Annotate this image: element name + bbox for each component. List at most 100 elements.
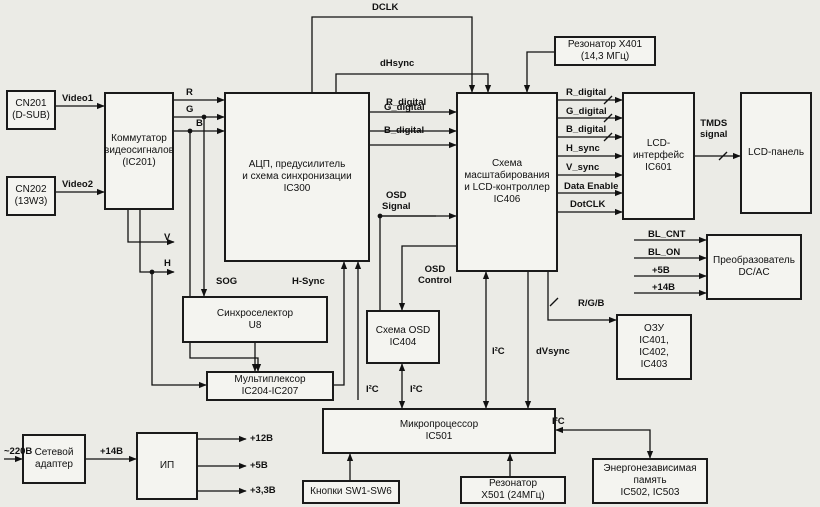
g-digital-out-label: G_digital (566, 106, 607, 117)
osd-signal-line-1: OSD (385, 190, 407, 201)
plus14-converter-label: +14В (652, 282, 675, 293)
lcd-interface-line-1: LCD- (646, 138, 671, 149)
psu-label: ИП (159, 460, 175, 471)
osd-signal-label: OSD Signal (382, 190, 411, 212)
plus33-label: +3,3В (250, 485, 276, 496)
i2c-eeprom-label: I²C (552, 416, 565, 427)
resonator-x501-line-2: X501 (24МГц) (481, 490, 545, 501)
dhsync-label: dHsync (380, 58, 415, 69)
ram-line-4: IC403 (640, 359, 668, 370)
osd-control-line-1: OSD (424, 264, 446, 275)
rgb-label: R/G/B (578, 298, 605, 309)
g-label: G (186, 104, 194, 115)
multiplexer-line-1: Мультиплексор (234, 374, 306, 385)
mcu-line-1: Микропроцессор (399, 419, 479, 430)
g-digital-label: G_digital (384, 102, 425, 113)
lcd-panel-label: LCD-панель (747, 147, 805, 158)
converter-line-1: Преобразователь (713, 255, 795, 266)
bl-on-label: BL_ON (648, 247, 681, 258)
lcd-interface-line-3: IC601 (645, 162, 672, 173)
r-label: R (186, 87, 193, 98)
h-label: H (164, 258, 171, 269)
cn201-label: CN201 (15, 98, 47, 109)
scaler-line-4: IC406 (493, 194, 521, 205)
ram-line-3: IC402, (639, 347, 669, 358)
power-supply-block: ИП (136, 432, 198, 500)
osd-line-2: IC404 (389, 337, 417, 348)
converter-line-2: DC/AC (738, 267, 770, 278)
osd-control-line-2: Control (418, 275, 452, 286)
v-sync-out-label: V_sync (566, 162, 600, 173)
osd-block: Схема OSD IC404 (366, 310, 440, 364)
h-sync-out-label: H_sync (566, 143, 600, 154)
cn201-connector: CN201 (D-SUB) (6, 90, 56, 130)
i2c-mcu-left-label: I²C (366, 384, 379, 395)
sync-selector-line-2: U8 (248, 319, 262, 331)
plus14-psu-label: +14В (100, 446, 123, 457)
video2-label: Video2 (62, 179, 93, 190)
plus12-label: +12В (250, 433, 273, 444)
ram-block: ОЗУ IC401, IC402, IC403 (616, 314, 692, 380)
r-digital-label: R_digital (386, 97, 427, 108)
sog-label: SOG (216, 276, 238, 287)
scaler-line-2: масштабирования (464, 170, 550, 181)
eeprom-block: Энергонезависимая память IC502, IC503 (592, 458, 708, 504)
resonator-x501-line-1: Резонатор (488, 478, 538, 489)
plus5-converter-label: +5В (652, 265, 670, 276)
plus5-label: +5В (250, 460, 268, 471)
video-switch-block: Коммутатор видеосигналов (IC201) (104, 92, 174, 210)
video-switch-line-3: (IC201) (122, 157, 156, 168)
scaler-line-1: Схема (491, 158, 523, 169)
sync-selector-line-1: Синхроселектор (216, 307, 294, 319)
adc-line-1: АЦП, предусилитель (248, 159, 346, 170)
dc-ac-converter-block: Преобразователь DC/AC (706, 234, 802, 300)
tmds-line-1: TMDS (700, 118, 728, 129)
r-digital-out-label: R_digital (566, 87, 607, 98)
resonator-x401-line-1: Резонатор X401 (567, 39, 643, 50)
buttons-block: Кнопки SW1-SW6 (302, 480, 400, 504)
lcd-panel-block: LCD-панель (740, 92, 812, 214)
osd-control-label: OSD Control (418, 264, 452, 286)
data-enable-label: Data Enable (564, 181, 619, 192)
lcd-interface-line-2: интерфейс (632, 150, 685, 161)
i2c-scaler-label: I²C (492, 346, 505, 357)
mains-label: ~220В (4, 446, 33, 457)
resonator-x401-line-2: (14,3 МГц) (580, 51, 630, 62)
ram-line-2: IC401, (639, 335, 669, 346)
mcu-block: Микропроцессор IC501 (322, 408, 556, 454)
multiplexer-block: Мультиплексор IC204-IC207 (206, 371, 334, 401)
video1-label: Video1 (62, 93, 93, 104)
power-adapter-block: Сетевой адаптер (22, 434, 86, 484)
resonator-x501-block: Резонатор X501 (24МГц) (460, 476, 566, 504)
tmds-label: TMDS signal (700, 118, 727, 140)
eeprom-line-2: память (633, 475, 667, 486)
resonator-x401-block: Резонатор X401 (14,3 МГц) (554, 36, 656, 66)
tmds-line-2: signal (700, 129, 728, 140)
dvsync-label: dVsync (536, 346, 570, 357)
adc-block: АЦП, предусилитель и схема синхронизации… (224, 92, 370, 262)
scaler-line-3: и LCD-контроллер (464, 182, 550, 193)
mcu-line-2: IC501 (425, 431, 453, 442)
hsync-adc-label: H-Sync (292, 276, 325, 287)
buttons-label: Кнопки SW1-SW6 (310, 486, 392, 497)
sync-selector-block: Синхроселектор U8 (182, 296, 328, 343)
b-digital-label: B_digital (384, 125, 425, 136)
b-label: B (196, 118, 203, 129)
scaler-block: Схема масштабирования и LCD-контроллер I… (456, 92, 558, 272)
adc-line-3: IC300 (283, 183, 311, 194)
video-switch-line-2: видеосигналов (104, 145, 174, 156)
cn202-type: (13W3) (14, 196, 48, 207)
i2c-mcu-osd-label: I²C (410, 384, 423, 395)
cn202-connector: CN202 (13W3) (6, 176, 56, 216)
dclk-label: DCLK (372, 2, 399, 13)
ram-line-1: ОЗУ (643, 323, 665, 334)
cn201-type: (D-SUB) (12, 110, 50, 121)
video-switch-line-1: Коммутатор (111, 133, 167, 144)
b-digital-out-label: B_digital (566, 124, 607, 135)
eeprom-line-1: Энергонезависимая (603, 463, 697, 474)
bl-cnt-label: BL_CNT (648, 229, 686, 240)
adc-line-2: и схема синхронизации (242, 171, 352, 182)
adapter-line-1: Сетевой (34, 447, 74, 458)
